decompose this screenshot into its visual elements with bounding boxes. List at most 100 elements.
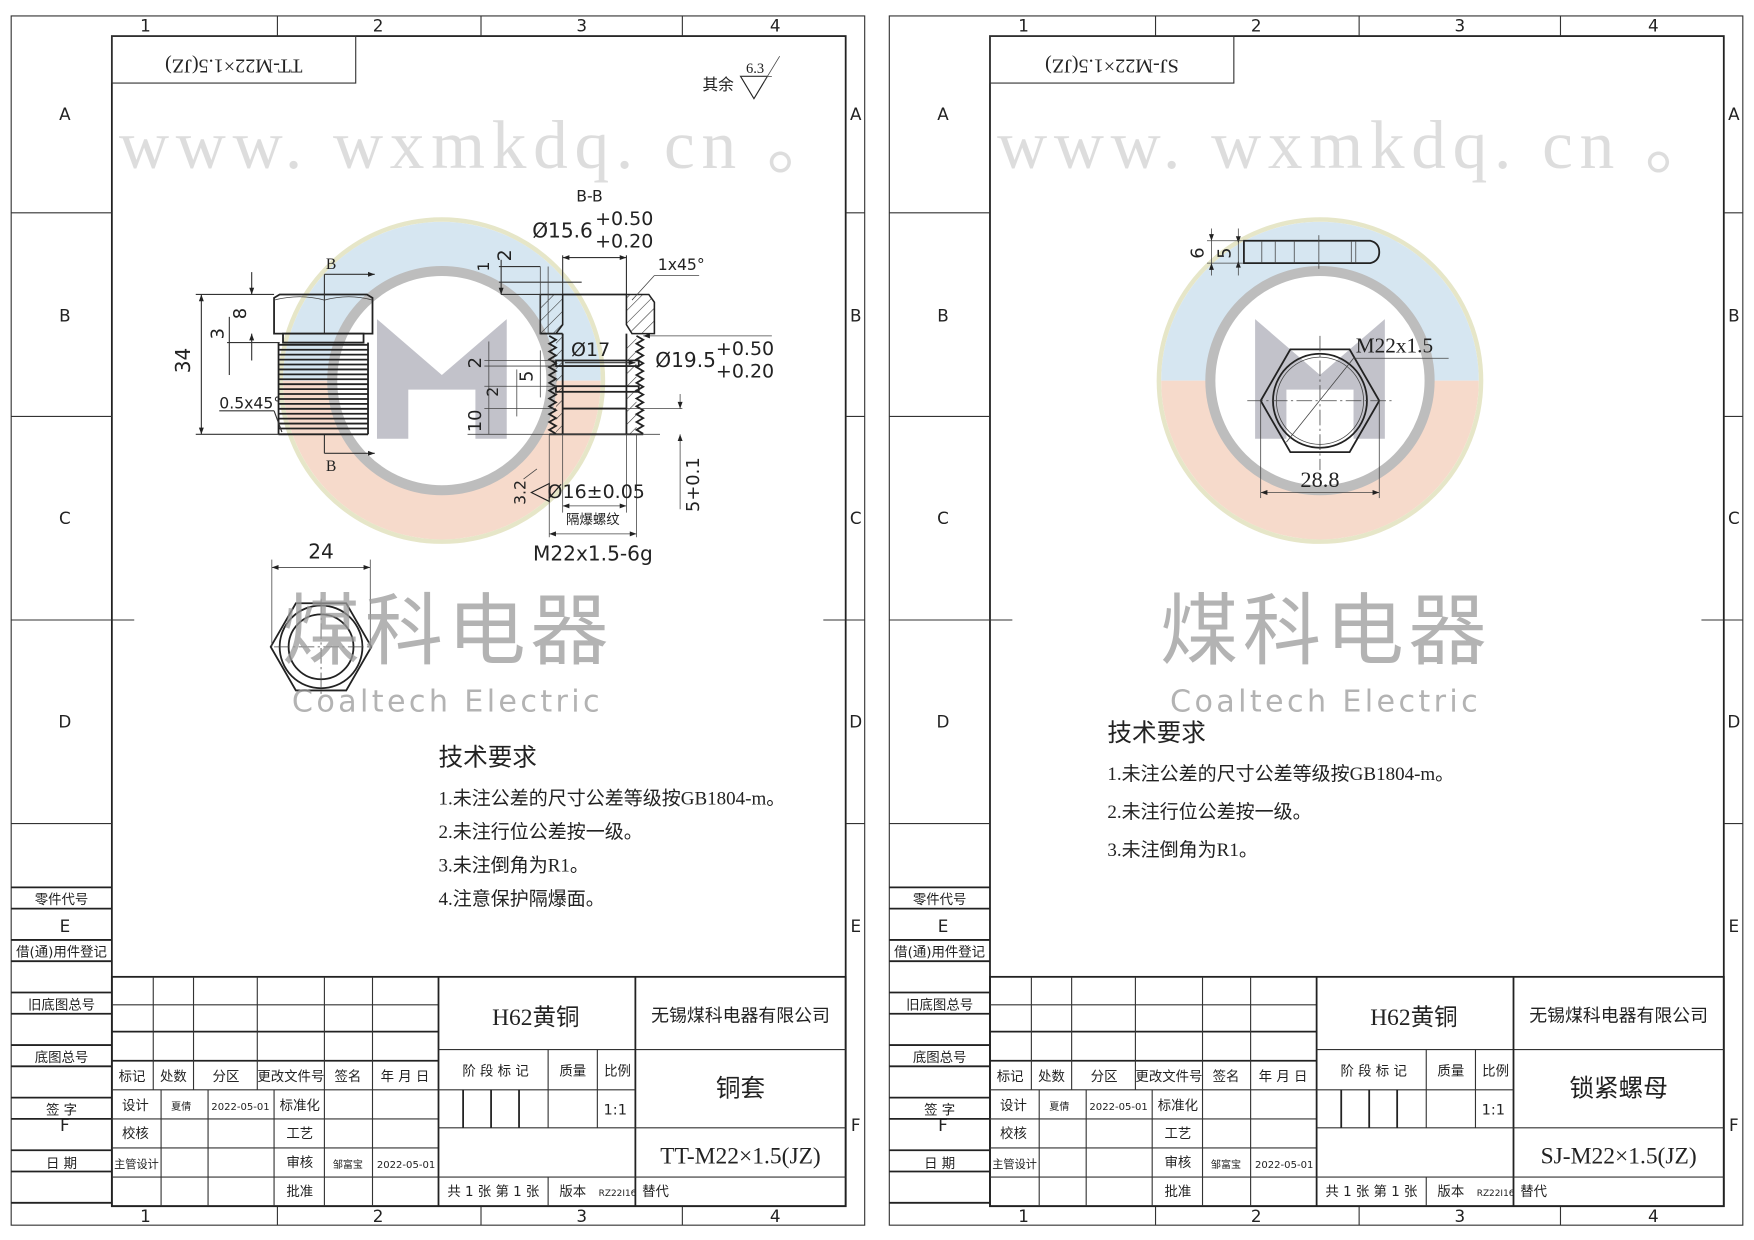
- scale-value: 1:1: [1482, 1102, 1505, 1118]
- section-label: B-B: [576, 187, 603, 206]
- watermark-logo-letter: [376, 319, 507, 439]
- replace-label: 替代: [1520, 1184, 1547, 1200]
- review-label: 审核: [1164, 1155, 1191, 1171]
- thread-profile: [634, 335, 645, 435]
- dim-thread: M22x1.5: [1356, 334, 1433, 358]
- section-mark-top: B: [326, 256, 336, 273]
- row-label: F: [1729, 1115, 1739, 1135]
- roughness-3-2: 3.2: [511, 480, 530, 505]
- tol-lower-d19-5: +0.20: [716, 360, 774, 382]
- line: [763, 56, 781, 83]
- scale-header: 比例: [604, 1063, 631, 1079]
- column-label: 4: [1648, 1206, 1659, 1226]
- column-label: 4: [1648, 16, 1659, 36]
- section-head-right: [625, 293, 656, 335]
- dim-2-low: 2: [483, 387, 502, 397]
- review-date: 2022-05-01: [1255, 1160, 1313, 1171]
- row-label: D: [937, 711, 950, 731]
- row-label: D: [849, 711, 862, 731]
- row-label: F: [851, 1115, 861, 1135]
- tol-upper-d19-5: +0.50: [716, 338, 774, 360]
- column-label: 2: [1251, 16, 1262, 36]
- watermark-en: Coaltech Electric: [292, 685, 603, 720]
- row-label: D: [1727, 711, 1740, 731]
- row-label: B: [59, 305, 71, 325]
- arrowhead: [629, 531, 637, 537]
- revision-header: 年 月 日: [381, 1069, 430, 1085]
- arrowhead: [363, 564, 371, 570]
- stamp-label: 签 字: [46, 1101, 77, 1118]
- reviewer-name: 邹富宝: [333, 1158, 363, 1171]
- roughness-symbol: [530, 482, 550, 503]
- watermark-url: www. wxmkdq. cn 。: [997, 107, 1721, 184]
- part-code: TT-M22×1.5(JZ): [660, 1144, 820, 1170]
- dim-d15-6: Ø15.6: [532, 218, 593, 242]
- stamp-label: 借(通)用件登记: [16, 945, 107, 961]
- arrowhead: [1209, 263, 1214, 270]
- revision-header: 标记: [997, 1069, 1024, 1085]
- watermark-cn: 煤科电器: [282, 586, 613, 677]
- stamp-label: 借(通)用件登记: [894, 945, 985, 961]
- review-label: 审核: [286, 1155, 313, 1171]
- arrowhead: [677, 401, 683, 409]
- check-label: 校核: [1000, 1125, 1027, 1142]
- roughness-default-symbol: [739, 75, 769, 100]
- supervisor-label: 主管设计: [114, 1157, 159, 1171]
- column-label: 2: [1251, 1206, 1262, 1226]
- arrowhead: [677, 434, 683, 442]
- stamp-label: 日 期: [924, 1156, 955, 1172]
- standardization-label: 标准化: [1158, 1098, 1198, 1114]
- revision-header: 标记: [119, 1069, 146, 1085]
- tech-requirement-item: 1.未注公差的尺寸公差等级按GB1804-m。: [1107, 763, 1454, 785]
- arrowhead: [1260, 490, 1268, 495]
- standardization-label: 标准化: [280, 1098, 320, 1114]
- revision-header: 年 月 日: [1259, 1069, 1308, 1085]
- stamp-label: 签 字: [924, 1101, 955, 1118]
- approve-label: 批准: [1164, 1184, 1191, 1200]
- revision-header: 签名: [1213, 1068, 1240, 1085]
- row-label: E: [850, 916, 861, 936]
- row-label: E: [1729, 916, 1740, 936]
- arrowhead: [562, 503, 570, 509]
- material: H62黄铜: [492, 1004, 579, 1031]
- dim-6: 6: [1188, 247, 1209, 258]
- arrowhead: [1372, 490, 1380, 495]
- column-label: 1: [140, 1206, 151, 1226]
- row-label: E: [60, 916, 71, 936]
- version-label: 版本: [559, 1184, 586, 1200]
- design-label: 设计: [122, 1098, 149, 1114]
- revision-header: 处数: [160, 1069, 187, 1085]
- stamp-label: 旧底图总号: [28, 997, 95, 1013]
- code-box: [111, 35, 357, 84]
- reviewer-name: 邹富宝: [1211, 1158, 1241, 1171]
- stamp-label: 旧底图总号: [906, 997, 973, 1013]
- dim-d17: Ø17: [571, 339, 610, 361]
- watermark-logo-rim: [1156, 217, 1484, 544]
- tol-upper: +0.50: [595, 208, 653, 230]
- arrowhead: [1209, 234, 1214, 241]
- column-label: 3: [1454, 1206, 1465, 1226]
- version-label: 版本: [1437, 1184, 1464, 1200]
- column-label: 4: [770, 16, 781, 36]
- row-label: A: [937, 104, 949, 124]
- row-label: A: [850, 104, 862, 124]
- design-date: 2022-05-01: [211, 1102, 269, 1113]
- replace-label: 替代: [642, 1184, 669, 1200]
- revision-header: 分区: [1091, 1069, 1118, 1085]
- version-value: RZ22I16: [599, 1189, 637, 1199]
- stamp-label: 零件代号: [35, 892, 89, 908]
- stamp-label: 日 期: [46, 1156, 77, 1172]
- section-mark-bottom: B: [326, 458, 336, 475]
- arrowhead: [643, 333, 650, 339]
- dim-depth: 5+0.1: [683, 457, 704, 512]
- dim-10: 10: [465, 410, 486, 433]
- column-label: 3: [1454, 16, 1465, 36]
- column-label: 3: [576, 1206, 587, 1226]
- arrowhead: [249, 287, 255, 295]
- company-name: 无锡煤科电器有限公司: [1529, 1006, 1708, 1027]
- row-label: C: [1728, 508, 1740, 528]
- row-label: C: [937, 508, 949, 528]
- column-label: 1: [1018, 16, 1029, 36]
- row-label: F: [938, 1115, 948, 1135]
